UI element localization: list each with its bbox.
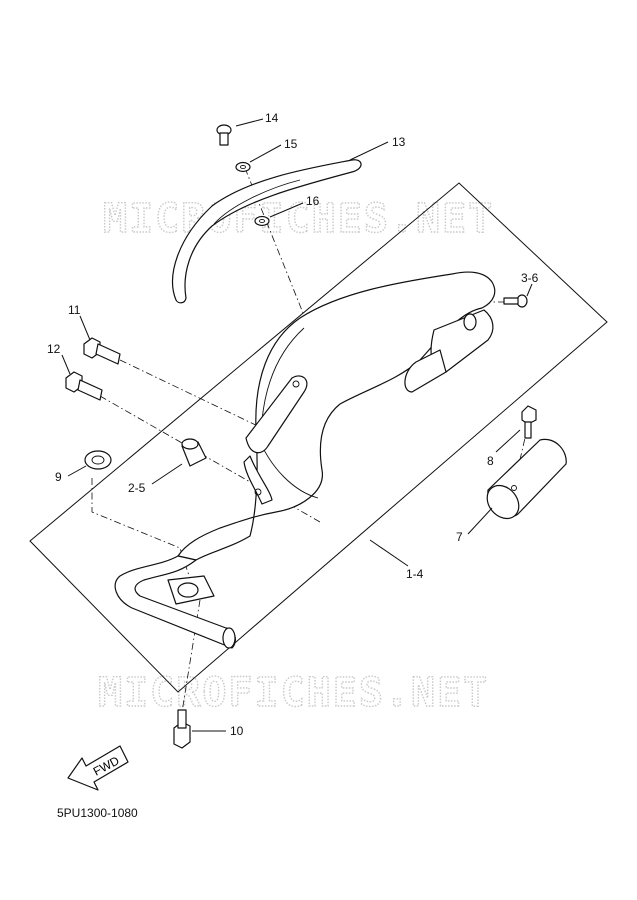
washer-15 [235, 161, 251, 173]
callout-2-5: 2-5 [128, 481, 146, 495]
heat-guard [172, 159, 362, 304]
leader-lines [61, 118, 533, 732]
diagram-number: 5PU1300-1080 [57, 806, 138, 820]
callout-16: 16 [306, 194, 320, 208]
bolt-12 [65, 371, 103, 401]
callout-7: 7 [456, 530, 463, 544]
muffler [114, 271, 496, 649]
callout-14: 14 [265, 111, 279, 125]
callout-9: 9 [55, 470, 62, 484]
screw-3-6 [503, 294, 528, 308]
screw-14 [216, 124, 232, 146]
callout-10: 10 [230, 724, 244, 738]
callout-15: 15 [284, 137, 298, 151]
grommet [84, 450, 112, 470]
assembly-outline [29, 182, 608, 693]
bolt-11 [83, 337, 121, 365]
spark-arrester [486, 438, 567, 520]
collar [181, 438, 207, 467]
bolt-8 [521, 405, 537, 439]
bolt-10 [173, 709, 191, 749]
forward-arrow: FWD [67, 745, 129, 791]
callout-12: 12 [47, 342, 61, 356]
callout-1-4: 1-4 [406, 567, 424, 581]
callout-11: 11 [68, 303, 81, 317]
watermark-bottom: MICROFICHES.NET [98, 670, 489, 716]
callout-8: 8 [487, 454, 494, 468]
watermark-top: MICROFICHES.NET [103, 196, 494, 242]
callout-3-6: 3-6 [521, 271, 539, 285]
callout-13: 13 [392, 135, 406, 149]
callouts: 14 15 13 16 3-6 11 12 8 9 2-5 7 1-4 10 [47, 111, 539, 738]
washer-16 [254, 215, 270, 227]
